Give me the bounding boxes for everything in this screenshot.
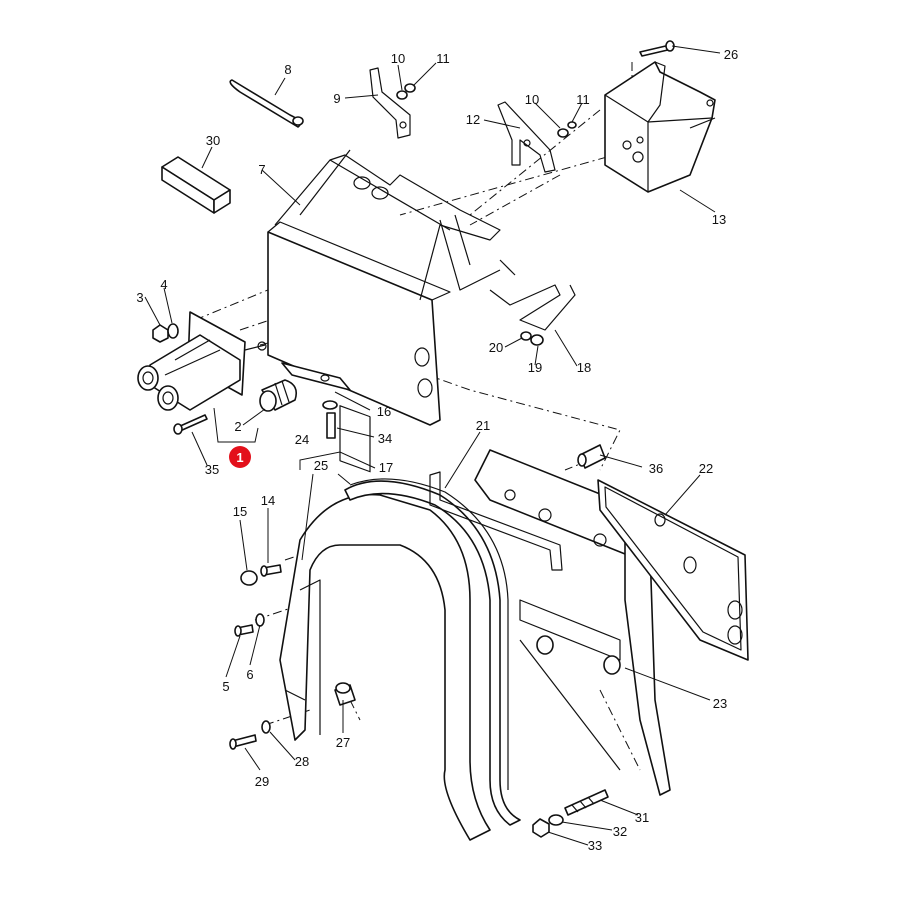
callout-10b: 10 <box>525 92 539 107</box>
callout-11: 11 <box>436 51 450 66</box>
callout-30: 30 <box>206 133 220 148</box>
callout-27: 27 <box>336 735 350 750</box>
callout-24: 24 <box>295 432 309 447</box>
part-pillar-outer <box>279 493 491 841</box>
part-nut-19 <box>530 334 544 346</box>
part-washer-4 <box>167 323 179 339</box>
part-nut-3 <box>152 324 169 343</box>
callout-17: 17 <box>379 460 393 475</box>
callout-31: 31 <box>635 810 649 825</box>
callout-29: 29 <box>255 774 269 789</box>
leader-lines <box>144 45 721 846</box>
part-rod <box>229 79 304 128</box>
part-washer-20 <box>520 331 532 341</box>
callout-14: 14 <box>261 493 275 508</box>
callout-7: 7 <box>258 162 265 177</box>
callout-15: 15 <box>233 504 247 519</box>
part-screw-14 <box>260 564 282 577</box>
part-washer-32 <box>548 814 564 826</box>
callout-23: 23 <box>713 696 727 711</box>
part-bar-23 <box>519 539 671 796</box>
callout-18: 18 <box>577 360 591 375</box>
callout-33: 33 <box>588 838 602 853</box>
part-main-frame <box>267 149 501 473</box>
part-bracket-12 <box>497 101 556 173</box>
callout-2: 2 <box>234 419 241 434</box>
callout-35: 35 <box>205 462 219 477</box>
part-screw-29 <box>229 734 257 750</box>
part-spacer-27 <box>334 682 356 706</box>
part-boot-2 <box>259 379 298 412</box>
callout-9: 9 <box>333 91 340 106</box>
part-bolt-26 <box>639 40 675 57</box>
part-washer-34 <box>322 400 338 410</box>
part-washer-10b <box>557 128 569 138</box>
part-block <box>161 156 231 214</box>
callout-20: 20 <box>489 340 503 355</box>
callout-6: 6 <box>246 667 253 682</box>
part-stud-31 <box>564 789 609 816</box>
part-nut-11a <box>404 83 416 93</box>
callout-8: 8 <box>284 62 291 77</box>
part-bolt-35 <box>173 414 208 435</box>
callout-11b: 11 <box>576 92 590 107</box>
part-washer-6 <box>255 613 265 627</box>
highlight-callout-1[interactable]: 1 <box>229 446 251 468</box>
part-spacer-36 <box>577 444 606 469</box>
callout-3: 3 <box>136 290 143 305</box>
callout-4: 4 <box>160 277 167 292</box>
callout-22: 22 <box>699 461 713 476</box>
part-gasket-22 <box>597 479 749 661</box>
part-bracket-18 <box>489 259 576 331</box>
part-plate-16 <box>281 362 351 391</box>
part-bracket-9 <box>369 67 411 139</box>
part-washer-10a <box>396 90 408 100</box>
part-washer-28 <box>261 720 271 734</box>
callout-36: 36 <box>649 461 663 476</box>
callout-32: 32 <box>613 824 627 839</box>
callout-5: 5 <box>222 679 229 694</box>
callout-16: 16 <box>377 404 391 419</box>
callout-26: 26 <box>724 47 738 62</box>
highlight-number: 1 <box>236 450 243 465</box>
callout-12: 12 <box>466 112 480 127</box>
callout-19: 19 <box>528 360 542 375</box>
part-nut-33 <box>532 818 550 838</box>
callout-28: 28 <box>295 754 309 769</box>
callout-25: 25 <box>314 458 328 473</box>
part-screw-5 <box>234 624 254 637</box>
callout-10: 10 <box>391 51 405 66</box>
part-nut-11b <box>567 121 577 129</box>
callout-21: 21 <box>476 418 490 433</box>
part-mounting-bracket <box>604 61 716 193</box>
highlight-marker[interactable] <box>229 446 251 468</box>
callout-34: 34 <box>378 431 392 446</box>
callout-13: 13 <box>712 212 726 227</box>
callout-labels: 8 9 10 11 26 12 10 11 30 7 13 3 4 20 19 … <box>136 47 738 853</box>
part-valve-assembly <box>137 311 267 411</box>
part-cap-15 <box>240 570 258 586</box>
part-bolt-34 <box>326 412 336 439</box>
